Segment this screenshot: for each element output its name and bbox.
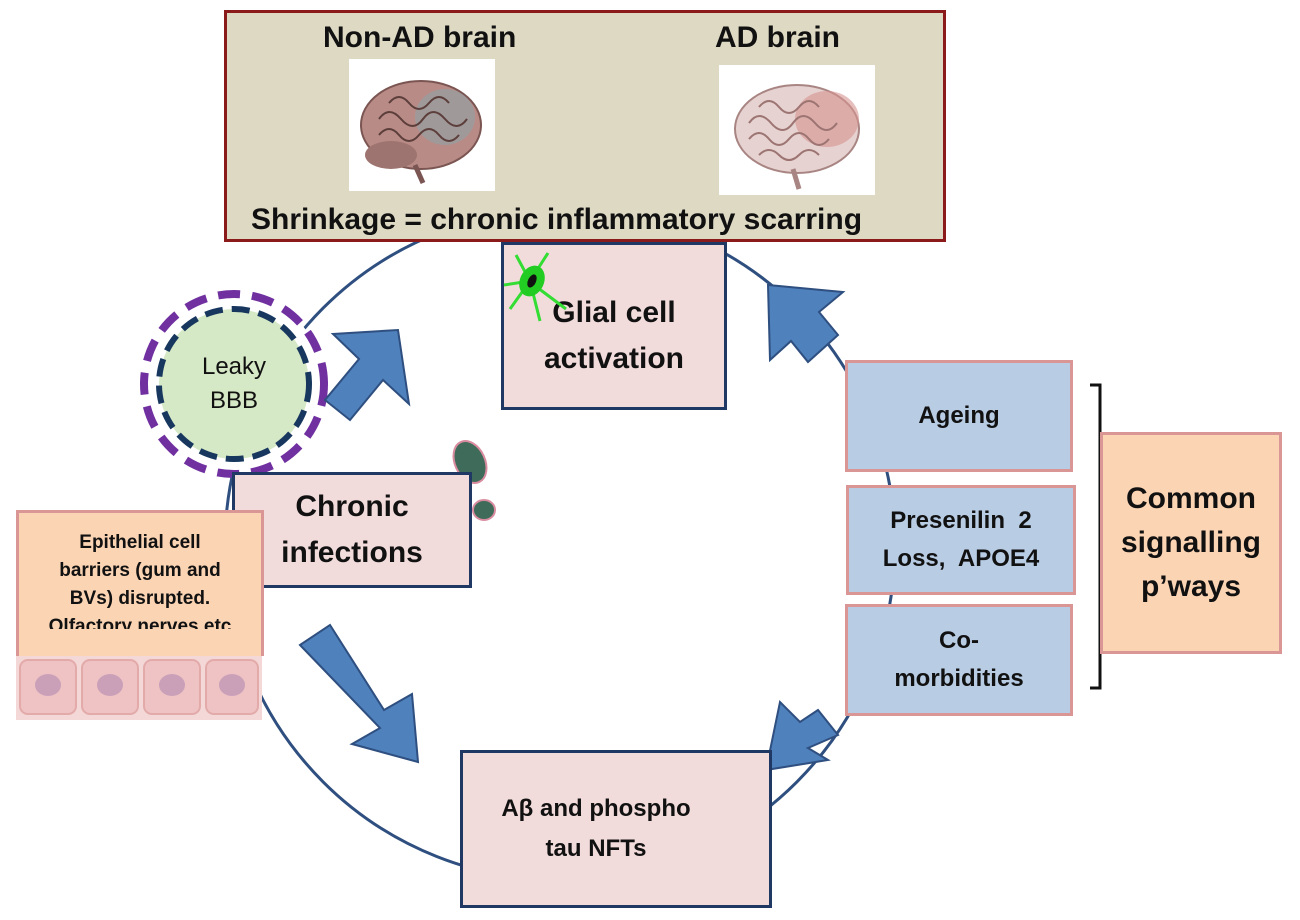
epithelial-line-4: Olfactory nerves etc xyxy=(48,616,232,629)
abeta-line-2: tau NFTs xyxy=(545,835,647,862)
ageing-box: Ageing xyxy=(845,360,1073,472)
arrow-infections-to-glial xyxy=(323,328,411,422)
infections-line-2: infections xyxy=(281,536,423,569)
abeta-line-1: Aβ and phospho xyxy=(501,795,691,822)
epithelial-barriers-box: Epithelial cell barriers (gum and BVs) d… xyxy=(16,510,264,656)
factors-bracket xyxy=(1090,383,1102,690)
comorbid-line-1: Co- xyxy=(939,627,979,654)
common-signalling-pathways-box: Common signalling p’ways xyxy=(1100,432,1282,654)
epithelial-cells-icon xyxy=(16,652,262,720)
arrow-into-glial xyxy=(766,283,846,364)
epithelial-line-2: barriers (gum and xyxy=(59,560,221,581)
ageing-label: Ageing xyxy=(918,402,1000,429)
signalling-line-1: Common xyxy=(1126,482,1256,515)
non-ad-brain-label: Non-AD brain xyxy=(323,21,517,54)
leaky-line-2: BBB xyxy=(209,387,259,414)
leaky-bbb-icon xyxy=(140,290,328,478)
leaky-line-1: Leaky xyxy=(201,353,267,380)
leaky-bbb-label: Leaky BBB xyxy=(184,344,284,424)
presenilin-line-2: Loss, APOE4 xyxy=(882,545,1040,572)
chronic-infections-box: Chronic infections xyxy=(232,472,472,588)
presenilin-line-1: Presenilin 2 xyxy=(890,507,1032,534)
brain-comparison-panel: Non-AD brain AD brain Shrinkage = chroni… xyxy=(224,10,946,242)
glial-line-2: activation xyxy=(543,342,685,375)
shrinkage-caption: Shrinkage = chronic inflammatory scarrin… xyxy=(251,203,863,236)
non-ad-brain-image xyxy=(349,59,495,191)
comorbid-line-2: morbidities xyxy=(894,665,1024,692)
ad-brain-label: AD brain xyxy=(715,21,841,54)
epithelial-line-1: Epithelial cell xyxy=(79,532,201,553)
presenilin-apoe4-box: Presenilin 2 Loss, APOE4 xyxy=(846,485,1076,595)
infections-line-1: Chronic xyxy=(295,490,409,523)
abeta-tau-box: Aβ and phospho tau NFTs xyxy=(460,750,772,908)
ad-brain-image xyxy=(719,65,875,195)
signalling-line-2: signalling xyxy=(1120,526,1261,559)
glial-line-1: Glial cell xyxy=(552,296,676,329)
arrow-to-abeta-right xyxy=(764,699,840,772)
glial-cell-icon xyxy=(503,252,567,322)
epithelial-line-3: BVs) disrupted. xyxy=(69,588,211,609)
glial-cell-activation-box: Glial cell activation xyxy=(501,242,727,410)
arrow-to-abeta-left xyxy=(298,623,420,764)
signalling-line-3: p’ways xyxy=(1140,570,1242,603)
comorbidities-box: Co- morbidities xyxy=(845,604,1073,716)
